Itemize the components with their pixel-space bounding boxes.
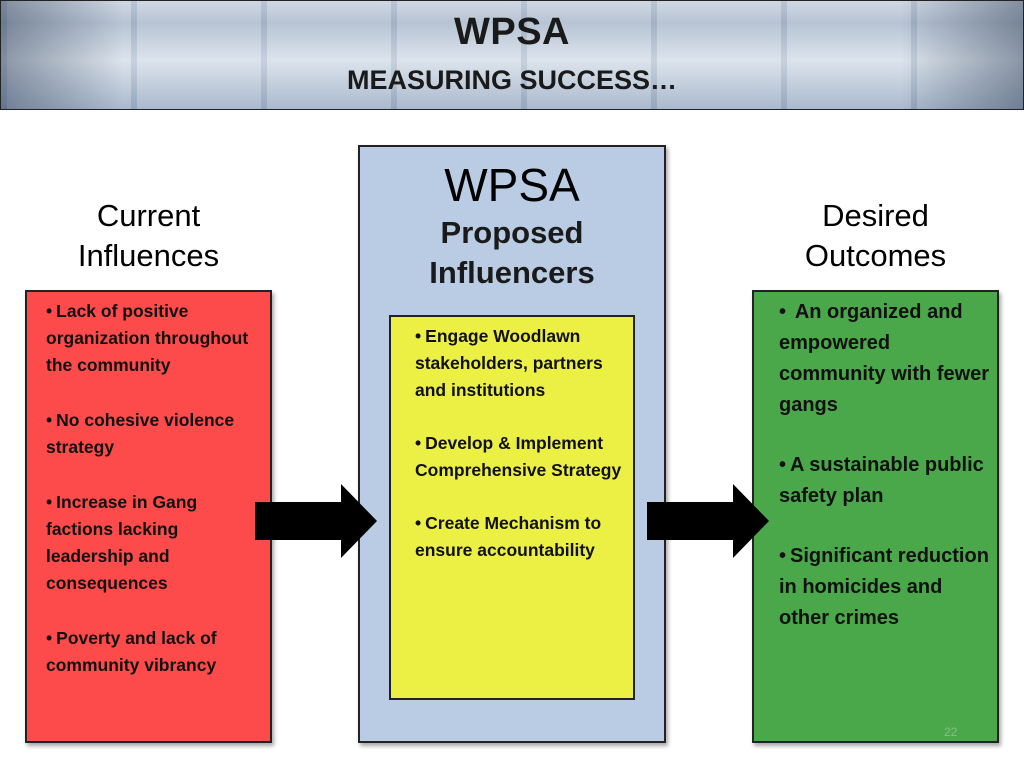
desired-outcomes-list: • An organized and empowered community w… [779, 297, 994, 663]
right-arrow-icon [647, 484, 769, 558]
right-heading: Desired Outcomes [804, 198, 947, 273]
list-item: •Increase in Gang factions lacking leade… [46, 492, 198, 593]
list-item: •Lack of positive organization throughou… [46, 301, 249, 375]
list-item: •Develop & Implement Comprehensive Strat… [415, 433, 622, 480]
list-item: •Significant reduction in homicides and … [779, 545, 989, 629]
desired-outcomes-box: • An organized and empowered community w… [752, 290, 999, 743]
left-heading: Current Influences [77, 198, 220, 273]
list-item: • An organized and empowered community w… [779, 301, 990, 416]
current-influences-list: •Lack of positive organization throughou… [46, 298, 256, 707]
center-subtitle: Proposed Influencers [429, 215, 595, 290]
title-banner: WPSA MEASURING SUCCESS… [0, 0, 1024, 110]
list-item: •Poverty and lack of community vibrancy [46, 628, 217, 675]
right-arrow-icon [255, 484, 377, 558]
slide-title: WPSA [454, 11, 570, 53]
current-influences-box: •Lack of positive organization throughou… [25, 290, 272, 743]
proposed-influencers-list: •Engage Woodlawn stakeholders, partners … [415, 323, 630, 590]
page-number: 22 [944, 725, 958, 739]
list-item: •Engage Woodlawn stakeholders, partners … [415, 326, 603, 400]
list-item: •A sustainable public safety plan [779, 454, 984, 507]
slide-subtitle: MEASURING SUCCESS… [346, 65, 678, 95]
list-item: •No cohesive violence strategy [46, 410, 235, 457]
center-title: WPSA [444, 159, 580, 211]
proposed-influencers-inner-box: •Engage Woodlawn stakeholders, partners … [389, 315, 635, 700]
list-item: •Create Mechanism to ensure accountabili… [415, 513, 602, 560]
